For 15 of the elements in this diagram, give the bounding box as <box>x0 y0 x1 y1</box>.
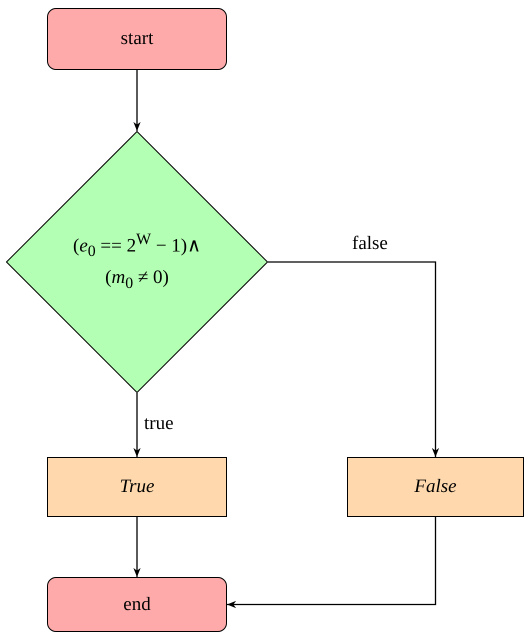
arrow <box>268 261 440 457</box>
node-label: False <box>414 475 457 500</box>
arrow <box>133 393 141 457</box>
process-box <box>47 457 227 517</box>
node-label: start <box>120 27 154 52</box>
condition-text: (e$_{0}$ == 2$^{W}$ − 1)∧ (m$_{0}$ ≠ 0) <box>72 230 202 294</box>
process-box <box>347 457 524 517</box>
arrow <box>133 70 141 131</box>
arrow <box>133 517 141 577</box>
node-label: True <box>120 475 154 500</box>
terminal-box <box>47 8 227 70</box>
node-label: end <box>123 592 151 617</box>
decision-diamond <box>6 131 268 393</box>
arrow <box>227 517 436 608</box>
terminal-box <box>47 577 227 632</box>
